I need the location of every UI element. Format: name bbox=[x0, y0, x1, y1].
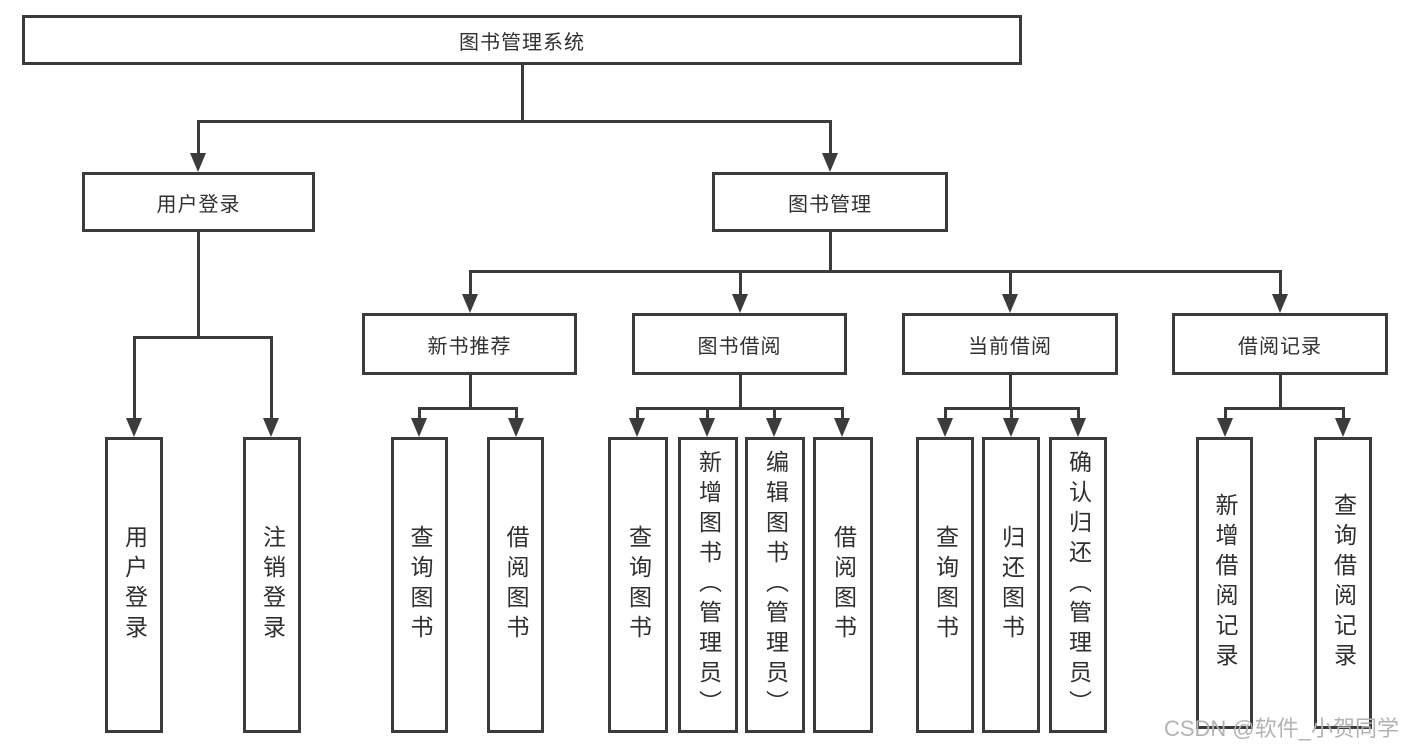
node-borrow-record: 借阅记录 bbox=[1172, 313, 1388, 375]
arrowhead-down-icon bbox=[822, 153, 838, 172]
connector-line bbox=[1076, 407, 1080, 421]
arrowhead-down-icon bbox=[411, 418, 427, 437]
node-book-borrow: 图书借阅 bbox=[632, 313, 847, 375]
connector-line bbox=[840, 407, 844, 421]
arrowhead-down-icon bbox=[263, 418, 279, 437]
node-new-book-recommend-label: 新书推荐 bbox=[427, 335, 512, 358]
leaf-logout-label: 注销登录 bbox=[259, 525, 286, 645]
arrowhead-down-icon bbox=[1002, 294, 1018, 313]
connector-line bbox=[1008, 375, 1012, 409]
connector-line bbox=[635, 407, 844, 410]
leaf-current-return-book: 归还图书 bbox=[982, 437, 1040, 733]
connector-line bbox=[1223, 407, 1227, 421]
connector-line bbox=[705, 407, 709, 421]
leaf-borrow-edit-book-admin-label: 编辑图书（管理员） bbox=[762, 450, 789, 720]
watermark: CSDN @软件_小贺同学 bbox=[1163, 716, 1399, 741]
connector-line bbox=[1341, 407, 1345, 421]
arrowhead-down-icon bbox=[1217, 418, 1233, 437]
connector-line bbox=[1223, 407, 1345, 410]
leaf-current-return-book-label: 归还图书 bbox=[998, 525, 1025, 645]
arrowhead-down-icon bbox=[462, 294, 478, 313]
leaf-recommend-query-book-label: 查询图书 bbox=[407, 525, 433, 645]
connector-line bbox=[132, 336, 136, 421]
arrowhead-down-icon bbox=[508, 418, 524, 437]
node-user-login-label: 用户登录 bbox=[156, 193, 241, 216]
arrowhead-down-icon bbox=[1003, 418, 1019, 437]
connector-line bbox=[196, 232, 200, 339]
leaf-borrow-query-book-label: 查询图书 bbox=[625, 525, 652, 645]
arrowhead-down-icon bbox=[766, 418, 782, 437]
node-root-label: 图书管理系统 bbox=[459, 31, 585, 54]
leaf-borrow-add-book-admin-label: 新增图书（管理员） bbox=[695, 450, 722, 720]
arrowhead-down-icon bbox=[629, 418, 645, 437]
leaf-borrow-add-book-admin: 新增图书（管理员） bbox=[678, 437, 738, 733]
connector-line bbox=[943, 407, 947, 421]
node-user-login: 用户登录 bbox=[82, 172, 315, 232]
leaf-logout: 注销登录 bbox=[243, 437, 301, 733]
connector-line bbox=[1278, 270, 1282, 297]
leaf-current-confirm-return-admin-label: 确认归还（管理员） bbox=[1065, 450, 1092, 720]
node-book-borrow-label: 图书借阅 bbox=[697, 335, 782, 358]
leaf-borrow-borrow-book: 借阅图书 bbox=[813, 437, 873, 733]
node-current-borrow: 当前借阅 bbox=[902, 313, 1118, 375]
arrowhead-down-icon bbox=[834, 418, 850, 437]
arrowhead-down-icon bbox=[732, 294, 748, 313]
connector-line bbox=[269, 336, 273, 421]
leaf-record-add-record: 新增借阅记录 bbox=[1196, 437, 1253, 729]
node-current-borrow-label: 当前借阅 bbox=[968, 335, 1052, 358]
arrowhead-down-icon bbox=[126, 418, 142, 437]
node-book-management: 图书管理 bbox=[712, 172, 948, 232]
connector-line bbox=[132, 336, 273, 339]
arrowhead-down-icon bbox=[1272, 294, 1288, 313]
connector-line bbox=[772, 407, 776, 421]
node-root: 图书管理系统 bbox=[22, 15, 1022, 65]
leaf-record-add-record-label: 新增借阅记录 bbox=[1212, 493, 1238, 673]
arrowhead-down-icon bbox=[1335, 418, 1351, 437]
connector-line bbox=[828, 120, 832, 156]
connector-line bbox=[468, 270, 472, 297]
connector-line bbox=[514, 407, 518, 421]
connector-line bbox=[196, 120, 832, 123]
arrowhead-down-icon bbox=[190, 153, 206, 172]
leaf-recommend-borrow-book-label: 借阅图书 bbox=[503, 525, 529, 645]
leaf-borrow-edit-book-admin: 编辑图书（管理员） bbox=[745, 437, 805, 733]
leaf-current-query-book: 查询图书 bbox=[916, 437, 974, 733]
node-borrow-record-label: 借阅记录 bbox=[1238, 335, 1322, 358]
leaf-recommend-query-book: 查询图书 bbox=[391, 437, 448, 733]
arrowhead-down-icon bbox=[1070, 418, 1086, 437]
connector-line bbox=[417, 407, 518, 410]
connector-line bbox=[1009, 407, 1013, 421]
connector-line bbox=[1278, 375, 1282, 409]
leaf-record-query-record: 查询借阅记录 bbox=[1314, 437, 1372, 729]
connector-line bbox=[738, 270, 742, 297]
leaf-recommend-borrow-book: 借阅图书 bbox=[487, 437, 544, 733]
leaf-record-query-record-label: 查询借阅记录 bbox=[1330, 493, 1357, 673]
connector-line bbox=[196, 120, 200, 156]
connector-line bbox=[1008, 270, 1012, 297]
node-new-book-recommend: 新书推荐 bbox=[362, 313, 577, 375]
connector-line bbox=[417, 407, 421, 421]
leaf-user-login-label: 用户登录 bbox=[121, 525, 148, 645]
connector-line bbox=[468, 270, 1282, 273]
connector-line bbox=[468, 375, 472, 409]
connector-line bbox=[635, 407, 639, 421]
connector-line bbox=[828, 232, 832, 272]
node-book-management-label: 图书管理 bbox=[788, 193, 872, 216]
arrowhead-down-icon bbox=[937, 418, 953, 437]
leaf-borrow-borrow-book-label: 借阅图书 bbox=[830, 525, 857, 645]
arrowhead-down-icon bbox=[699, 418, 715, 437]
connector-line bbox=[738, 375, 742, 409]
connector-line bbox=[520, 65, 524, 122]
leaf-user-login: 用户登录 bbox=[105, 437, 163, 733]
leaf-borrow-query-book: 查询图书 bbox=[608, 437, 668, 733]
leaf-current-confirm-return-admin: 确认归还（管理员） bbox=[1049, 437, 1107, 733]
leaf-current-query-book-label: 查询图书 bbox=[932, 525, 959, 645]
